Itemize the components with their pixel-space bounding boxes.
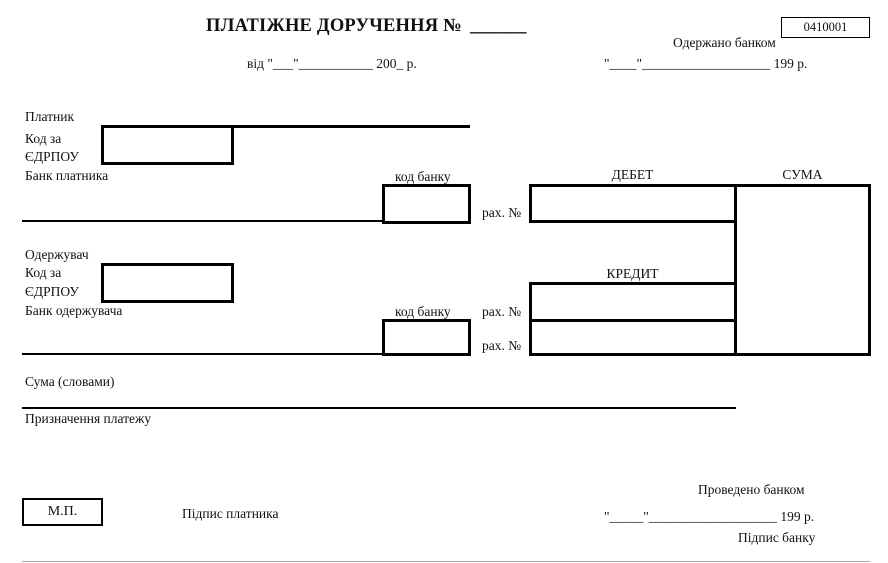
amount-in-words-label: Сума (словами) (25, 374, 115, 389)
payer-code-label-2: ЄДРПОУ (25, 149, 79, 164)
recipient-bank-code-label: код банку (395, 304, 451, 319)
form-code-box: 0410001 (781, 17, 870, 38)
payer-edrpou-field[interactable] (101, 125, 234, 165)
recipient-bank-label: Банк одержувача (25, 303, 123, 318)
debit-label: ДЕБЕТ (611, 167, 654, 182)
payer-bank-code-label: код банку (395, 169, 451, 184)
recipient-code-label-2: ЄДРПОУ (25, 284, 79, 299)
payer-code-label-1: Код за (25, 131, 62, 146)
payer-signature-label: Підпис платника (182, 506, 279, 521)
credit-label: КРЕДИТ (606, 266, 659, 281)
payer-label: Платник (25, 109, 75, 124)
form-title: ПЛАТІЖНЕ ДОРУЧЕННЯ № (206, 16, 462, 36)
payer-bank-label: Банк платника (25, 168, 109, 183)
amount-in-words-line[interactable] (22, 407, 736, 409)
recipient-bank-line[interactable] (22, 353, 384, 355)
received-date-line[interactable]: "____"___________________ 199 р. (604, 56, 808, 71)
sum-label: СУМА (782, 167, 823, 182)
credit-account-field-1[interactable] (529, 282, 737, 322)
stamp-label: М.П. (47, 504, 78, 519)
stamp-box: М.П. (22, 498, 103, 526)
form-code: 0410001 (803, 20, 848, 34)
sum-field[interactable] (734, 184, 871, 356)
document-date-line[interactable]: від "___"___________ 200_ р. (247, 56, 417, 71)
credit-account-label-1: рах. № (482, 304, 522, 319)
recipient-label: Одержувач (25, 247, 89, 262)
credit-account-field-2[interactable] (529, 319, 737, 356)
payer-bank-line[interactable] (22, 220, 384, 222)
processed-by-bank-label: Проведено банком (698, 482, 805, 497)
recipient-code-label-1: Код за (25, 265, 62, 280)
debit-account-label: рах. № (482, 205, 522, 220)
bottom-divider (22, 561, 870, 562)
payment-purpose-label: Призначення платежу (25, 411, 152, 426)
payer-bank-code-field[interactable] (382, 184, 471, 224)
processed-date-line[interactable]: "_____"___________________ 199 р. (604, 509, 815, 524)
credit-account-label-2: рах. № (482, 338, 522, 353)
recipient-bank-code-field[interactable] (382, 319, 471, 356)
debit-account-field[interactable] (529, 184, 737, 223)
form-number-blank[interactable]: ______ (470, 16, 527, 36)
payer-name-line[interactable] (101, 125, 470, 128)
recipient-edrpou-field[interactable] (101, 263, 234, 303)
received-by-bank-label: Одержано банком (673, 35, 776, 50)
bank-signature-label: Підпис банку (738, 530, 816, 545)
